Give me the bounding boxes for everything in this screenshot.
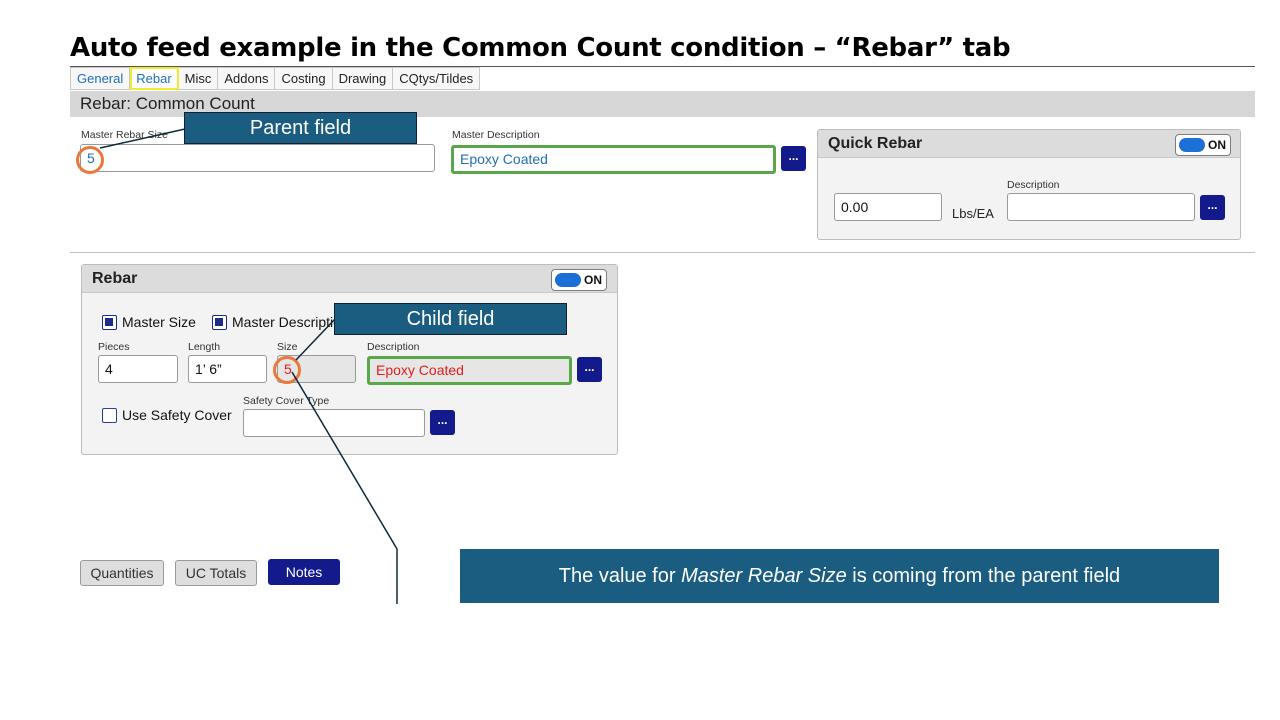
quick-rebar-weight-value: 0.00 [841, 199, 869, 215]
description-value: Epoxy Coated [376, 362, 464, 378]
safety-cover-type-input[interactable] [243, 409, 425, 437]
length-input[interactable]: 1’ 6” [188, 355, 267, 383]
pieces-value: 4 [105, 361, 113, 377]
use-safety-cover-label: Use Safety Cover [122, 407, 232, 423]
tab-addons[interactable]: Addons [218, 67, 276, 90]
description-browse-button[interactable]: ... [577, 357, 602, 382]
quick-rebar-toggle[interactable]: ON [1175, 134, 1231, 156]
notes-button[interactable]: Notes [268, 559, 340, 585]
uc-totals-button[interactable]: UC Totals [175, 560, 257, 586]
quick-rebar-description-label: Description [1007, 179, 1060, 191]
rebar-toggle-label: ON [584, 273, 602, 287]
quick-rebar-browse-button[interactable]: ... [1200, 195, 1225, 220]
tab-general[interactable]: General [70, 67, 131, 90]
toggle-knob [555, 273, 581, 287]
pieces-label: Pieces [98, 341, 130, 353]
note-connector-line [291, 371, 398, 550]
description-input[interactable]: Epoxy Coated [367, 356, 572, 385]
toggle-knob [1179, 138, 1205, 152]
tab-misc[interactable]: Misc [178, 67, 219, 90]
pieces-input[interactable]: 4 [98, 355, 178, 383]
length-value: 1’ 6” [195, 361, 222, 377]
master-size-label: Master Size [122, 314, 196, 330]
quick-rebar-toggle-label: ON [1208, 138, 1226, 152]
master-description-value: Epoxy Coated [460, 151, 548, 167]
quick-rebar-unit: Lbs/EA [952, 206, 994, 221]
master-description-browse-button[interactable]: ... [781, 146, 806, 171]
explanation-suffix: is coming from the parent field [846, 565, 1121, 587]
explanation-emphasis: Master Rebar Size [681, 565, 847, 587]
quick-rebar-title: Quick Rebar [818, 130, 1240, 158]
tab-drawing[interactable]: Drawing [332, 67, 394, 90]
master-description-checkbox[interactable] [212, 315, 227, 330]
length-label: Length [188, 341, 221, 353]
tab-cqtys-tildes[interactable]: CQtys/Tildes [393, 67, 481, 90]
rebar-panel-title: Rebar [82, 265, 617, 293]
quick-rebar-panel: Quick Rebar ON 0.00 Lbs/EA Description .… [817, 129, 1241, 240]
explanation-prefix: The value for [558, 565, 682, 587]
parent-connector-line [99, 128, 186, 149]
rebar-toggle[interactable]: ON [551, 269, 607, 291]
master-size-checkbox[interactable] [102, 315, 117, 330]
slide-title: Auto feed example in the Common Count co… [70, 33, 1011, 63]
description-label: Description [367, 341, 420, 353]
child-field-highlight-circle [273, 356, 301, 384]
rebar-panel: Rebar ON Master Size Master Description … [81, 264, 618, 455]
explanation-callout: The value for Master Rebar Size is comin… [460, 549, 1219, 603]
master-description-check-label: Master Description [232, 314, 336, 330]
master-description-input[interactable]: Epoxy Coated [451, 145, 776, 174]
tab-costing[interactable]: Costing [275, 67, 333, 90]
safety-cover-browse-button[interactable]: ... [430, 410, 455, 435]
section-divider [70, 252, 1255, 253]
quick-rebar-description-input[interactable] [1007, 193, 1195, 221]
title-divider [70, 66, 1255, 67]
size-label: Size [277, 341, 298, 353]
use-safety-cover-checkbox[interactable] [102, 408, 117, 423]
parent-field-highlight-circle [76, 146, 104, 174]
tab-bar: General Rebar Misc Addons Costing Drawin… [70, 67, 481, 90]
child-connector-line [295, 318, 336, 361]
quick-rebar-weight-input[interactable]: 0.00 [834, 193, 942, 221]
tab-rebar[interactable]: Rebar [130, 67, 179, 90]
master-description-label: Master Description [452, 129, 540, 141]
quantities-button[interactable]: Quantities [80, 560, 164, 586]
parent-field-callout: Parent field [184, 112, 417, 144]
child-field-callout: Child field [334, 303, 567, 335]
